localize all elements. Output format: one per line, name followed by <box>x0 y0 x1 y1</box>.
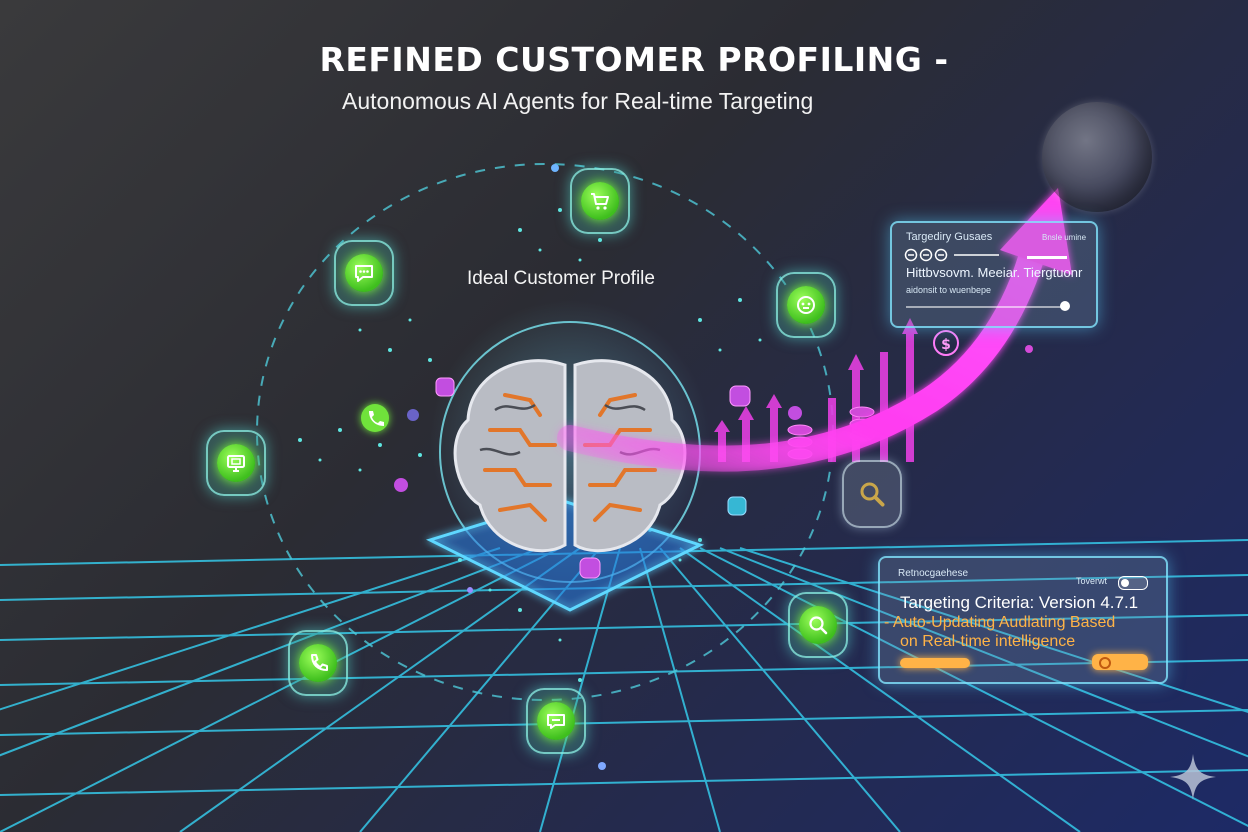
magnifier-icon <box>860 482 885 507</box>
criteria-progress-bar <box>900 658 970 668</box>
status-dot <box>1099 657 1111 669</box>
node-search <box>788 592 848 658</box>
panel-top-line1: Hittbvsovm. Meeiar. Tiergtuonr <box>906 265 1083 280</box>
panel-top-slider <box>1027 256 1067 259</box>
dollar-icon: $ <box>933 330 959 356</box>
panel-top-knob <box>1060 301 1070 311</box>
monitor-chat-icon <box>227 455 245 472</box>
targeting-panel-top: Targediry Gusaes Bnsle umine Hittbvsovm.… <box>890 221 1098 328</box>
phone-badge <box>361 404 389 432</box>
svg-text:$: $ <box>941 337 951 353</box>
node-cart <box>570 168 630 234</box>
particle-cloud <box>298 164 762 770</box>
cart-icon <box>591 193 609 210</box>
criteria-desc-line2: on Real-time intelligence <box>900 633 1076 650</box>
phone-icon <box>311 654 328 671</box>
message-icon <box>547 714 565 729</box>
panel-top-track <box>906 306 1066 308</box>
panel-bottom-toggle <box>1118 576 1148 590</box>
panel-top-controls <box>904 248 999 262</box>
node-phone <box>288 630 348 696</box>
node-message <box>526 688 586 754</box>
criteria-desc-line1: - Auto-Updating Audlating Based <box>884 614 1116 631</box>
panel-top-corner: Bnsle umine <box>1042 233 1087 242</box>
panel-bottom-corner: Toverwt <box>1076 576 1108 586</box>
page-title: REFINED CUSTOMER PROFILING - <box>319 40 949 79</box>
page-subtitle: Autonomous AI Agents for Real-time Targe… <box>342 88 814 114</box>
ideal-customer-profile-label: Ideal Customer Profile <box>467 268 655 289</box>
targeting-criteria-version: Targeting Criteria: Version 4.7.1 <box>900 593 1139 612</box>
floating-badges <box>394 345 1033 579</box>
panel-bottom-heading: Retnocgaehese <box>898 568 969 579</box>
robot-icon <box>797 296 815 314</box>
node-robot <box>776 272 836 338</box>
search-icon <box>809 616 828 635</box>
chat-icon <box>355 265 373 282</box>
sparkle-icon <box>1170 754 1216 800</box>
criteria-status-pill <box>1092 654 1148 670</box>
panel-top-line2: aidonsit to wuenbepe <box>906 285 992 295</box>
node-magnifier <box>842 460 902 528</box>
node-monitor-chat <box>206 430 266 496</box>
node-chat <box>334 240 394 306</box>
growth-arrow-head <box>1000 188 1072 275</box>
targeting-criteria-panel: Retnocgaehese Toverwt Targeting Criteria… <box>878 556 1168 684</box>
panel-top-heading: Targediry Gusaes <box>906 231 993 243</box>
glass-sphere <box>1042 102 1152 212</box>
